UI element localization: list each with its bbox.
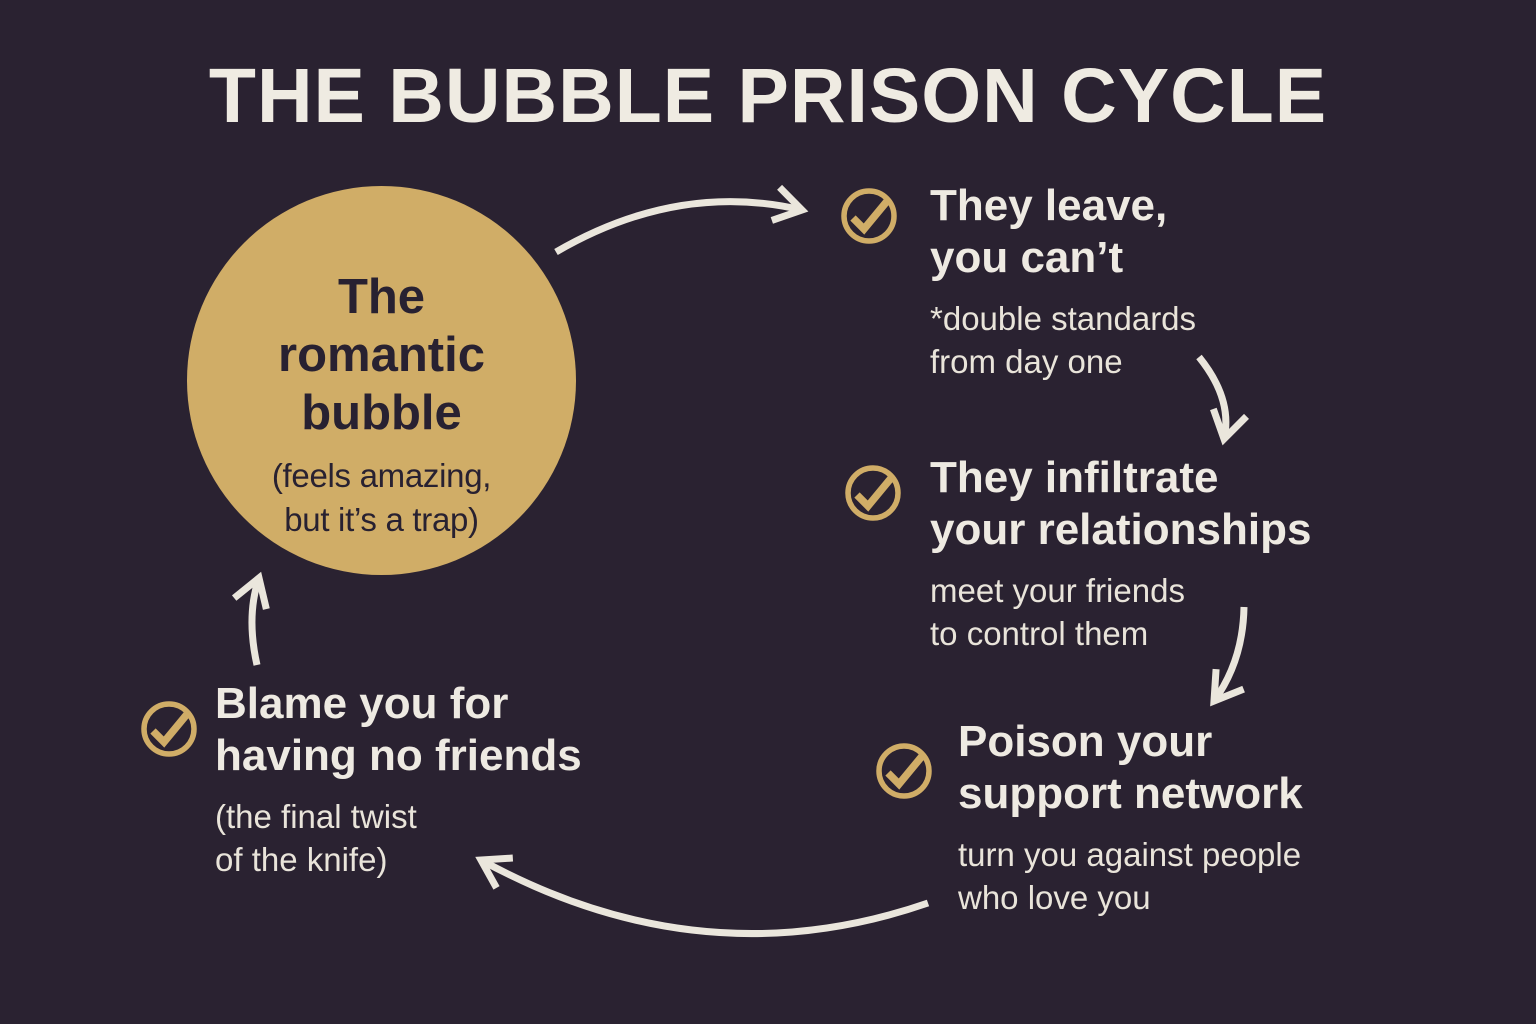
cycle-step-poison: Poison your support network turn you aga… [873,716,1303,919]
step-subtitle: *double standards from day one [930,300,1197,380]
cycle-step-blame: Blame you for having no friends (the fin… [138,678,582,881]
cycle-step-they-leave: They leave, you can’t *double standards … [838,180,1196,383]
step-title: They infiltrate your relationships [930,453,1312,554]
bubble-subtitle: (feels amazing, but it’s a trap) [271,456,492,538]
check-circle-icon [845,465,901,521]
step-subtitle: turn you against people who love you [958,836,1302,916]
step-subtitle: meet your friends to control them [930,572,1185,652]
bubble-title: The romantic bubble [278,269,485,440]
step-subtitle: (the final twist of the knife) [215,798,417,878]
page-title: THE BUBBLE PRISON CYCLE [208,53,1328,139]
romantic-bubble-circle: The romantic bubble (feels amazing, but … [187,186,576,575]
arrow-step1-to-step2 [1196,354,1249,446]
step-title: Blame you for having no friends [215,679,582,780]
step-title: Poison your support network [958,717,1303,818]
check-circle-icon [841,188,897,244]
check-circle-icon [876,743,932,799]
check-circle-icon [141,701,197,757]
arrow-step4-to-bubble [231,571,270,666]
arrow-bubble-to-step1 [554,184,809,256]
step-title: They leave, you can’t [930,181,1168,282]
cycle-step-infiltrate: They infiltrate your relationships meet … [842,452,1311,655]
